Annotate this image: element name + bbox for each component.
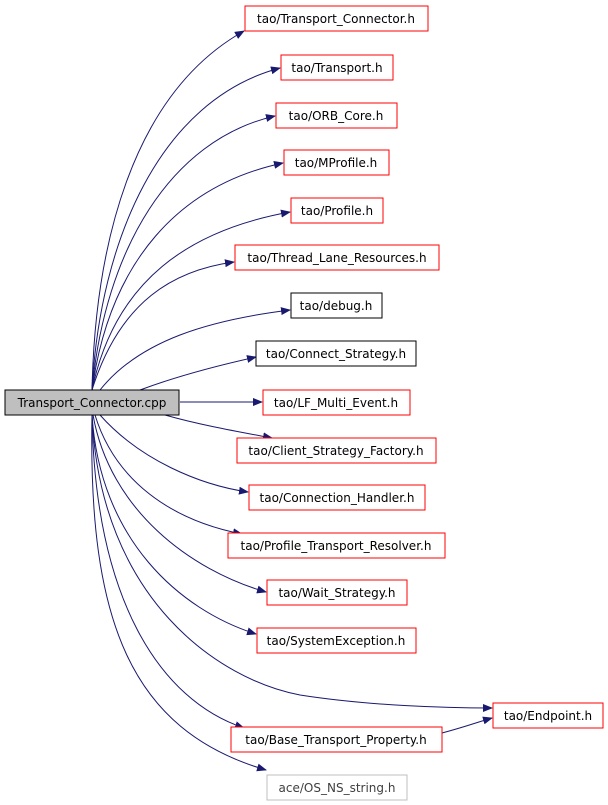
node-label: tao/Endpoint.h: [504, 709, 592, 723]
edge-base-transport-property-to-endpoint: [441, 716, 493, 734]
node-os-ns-string-h[interactable]: ace/OS_NS_string.h: [266, 774, 408, 801]
node-systemexception-h[interactable]: tao/SystemException.h: [256, 627, 417, 654]
node-profile-transport-resolver-h[interactable]: tao/Profile_Transport_Resolver.h: [227, 532, 446, 559]
edge-to-orb-core-h: [91, 114, 276, 391]
node-label: tao/SystemException.h: [267, 634, 406, 648]
edge-to-profile-transport-resolver-h: [94, 414, 243, 537]
node-transport-h[interactable]: tao/Transport.h: [280, 54, 394, 81]
node-wait-strategy-h[interactable]: tao/Wait_Strategy.h: [266, 579, 408, 606]
edge-to-debug-h: [99, 307, 291, 391]
node-label: ace/OS_NS_string.h: [279, 781, 396, 795]
source-node[interactable]: Transport_Connector.cpp: [4, 389, 180, 416]
node-label: tao/Connection_Handler.h: [260, 491, 415, 505]
node-lf-multi-event-h[interactable]: tao/LF_Multi_Event.h: [262, 389, 411, 416]
edge-to-transport-connector-h: [91, 30, 245, 391]
node-orb-core-h[interactable]: tao/ORB_Core.h: [275, 102, 398, 129]
node-label: tao/Transport.h: [291, 61, 382, 75]
node-thread-lane-resources-h[interactable]: tao/Thread_Lane_Resources.h: [234, 244, 440, 271]
node-label: tao/MProfile.h: [295, 156, 378, 170]
node-debug-h[interactable]: tao/debug.h: [290, 292, 383, 319]
node-client-strategy-factory-h[interactable]: tao/Client_Strategy_Factory.h: [236, 437, 437, 464]
edge-to-os-ns-string-h: [91, 414, 267, 772]
edge-to-systemexception-h: [91, 414, 257, 636]
node-connect-strategy-h[interactable]: tao/Connect_Strategy.h: [255, 340, 417, 367]
node-base-transport-property-h[interactable]: tao/Base_Transport_Property.h: [230, 726, 443, 753]
node-label: tao/Connect_Strategy.h: [266, 347, 406, 361]
edge-to-endpoint-h: [91, 414, 493, 712]
edge-to-profile-h: [91, 209, 291, 391]
source-node-label: Transport_Connector.cpp: [17, 396, 167, 410]
node-label: tao/ORB_Core.h: [289, 109, 384, 123]
edges: [91, 30, 493, 772]
node-label: tao/Thread_Lane_Resources.h: [247, 251, 426, 265]
node-label: tao/Profile.h: [301, 204, 373, 218]
node-profile-h[interactable]: tao/Profile.h: [290, 197, 384, 224]
edge-to-client-strategy-factory-h: [164, 414, 273, 441]
node-label: tao/Base_Transport_Property.h: [245, 733, 426, 747]
edge-to-base-transport-property-h: [91, 414, 245, 729]
node-endpoint-h[interactable]: tao/Endpoint.h: [492, 702, 604, 729]
edge-to-thread-lane-resources-h: [91, 259, 235, 391]
node-label: tao/Transport_Connector.h: [257, 12, 415, 26]
node-label: tao/LF_Multi_Event.h: [274, 396, 398, 410]
node-label: tao/debug.h: [300, 299, 373, 313]
node-mprofile-h[interactable]: tao/MProfile.h: [283, 149, 390, 176]
node-label: tao/Profile_Transport_Resolver.h: [241, 539, 432, 553]
edge-to-mprofile-h: [91, 160, 284, 391]
node-transport-connector-h[interactable]: tao/Transport_Connector.h: [244, 5, 429, 32]
edge-to-connection-handler-h: [99, 414, 249, 495]
node-label: tao/Wait_Strategy.h: [278, 586, 395, 600]
edge-to-transport-h: [91, 66, 281, 391]
node-label: tao/Client_Strategy_Factory.h: [248, 444, 423, 458]
node-connection-handler-h[interactable]: tao/Connection_Handler.h: [248, 484, 426, 511]
edge-to-wait-strategy-h: [92, 414, 267, 594]
edge-to-connect-strategy-h: [139, 355, 257, 391]
